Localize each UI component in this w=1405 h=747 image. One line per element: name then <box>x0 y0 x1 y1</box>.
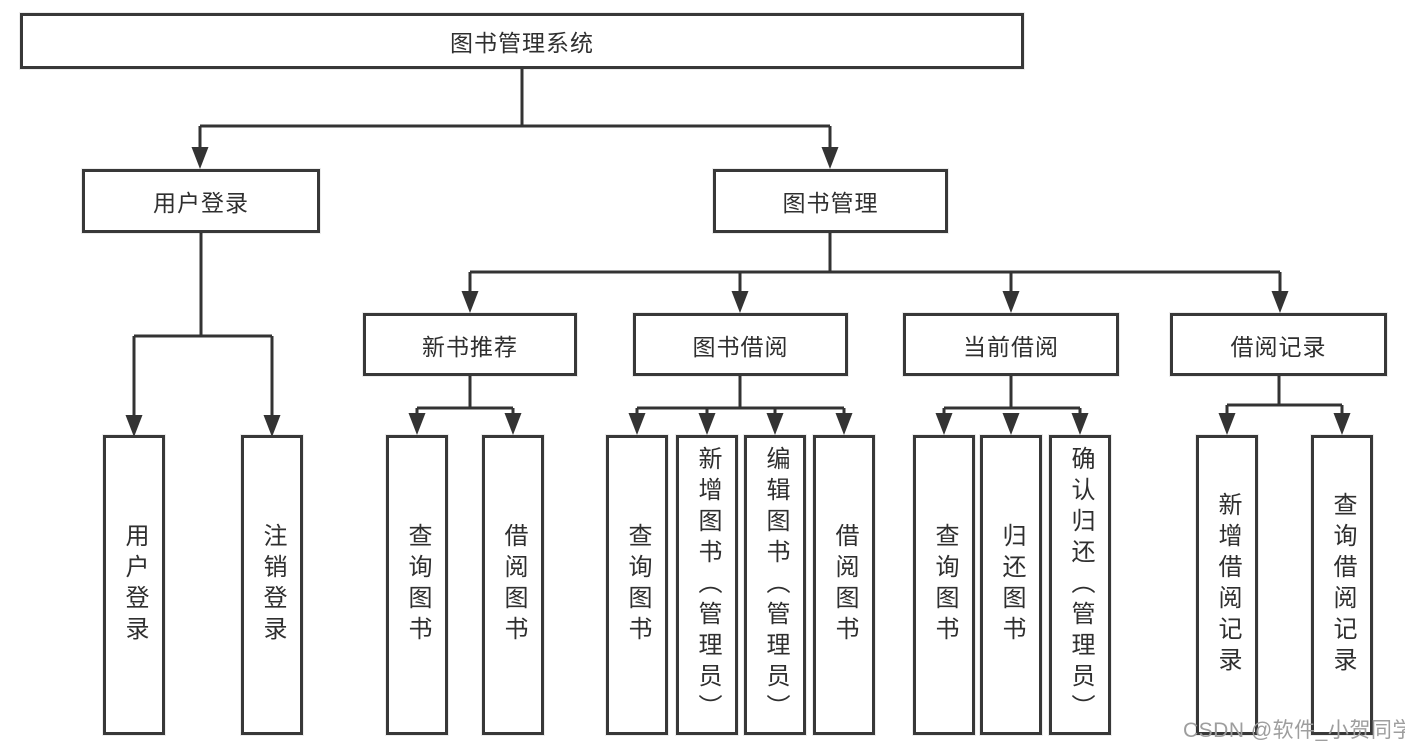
node-new-book-recommendation: 新书推荐 <box>363 313 577 376</box>
leaf-logout: 注销登录 <box>241 435 303 735</box>
node-label: 新书推荐 <box>422 333 518 360</box>
leaf-edit-books-admin: 编辑图书（管理员） <box>744 435 806 735</box>
csdn-watermark: CSDN @软件_小贺同学 <box>1183 719 1405 742</box>
node-user-login: 用户登录 <box>82 169 320 233</box>
node-book-management: 图书管理 <box>713 169 948 233</box>
leaf-borrow-books-recommend: 借阅图书 <box>482 435 544 735</box>
node-current-borrowing: 当前借阅 <box>903 313 1119 376</box>
node-label: 用户登录 <box>153 190 249 216</box>
leaf-search-books-current: 查询图书 <box>913 435 975 735</box>
node-label: 查询借阅记录 <box>1329 492 1356 678</box>
node-label: 新增借阅记录 <box>1214 492 1241 678</box>
leaf-add-books-admin: 新增图书（管理员） <box>676 435 738 735</box>
leaf-return-books: 归还图书 <box>980 435 1042 735</box>
node-label: 查询图书 <box>624 523 651 647</box>
leaf-user-login: 用户登录 <box>103 435 165 735</box>
node-label: 用户登录 <box>121 523 148 647</box>
node-label: 当前借阅 <box>963 333 1059 360</box>
leaf-borrow-books-borrowing: 借阅图书 <box>813 435 875 735</box>
node-label: 确认归还（管理员） <box>1067 445 1094 725</box>
node-library-management-system: 图书管理系统 <box>20 13 1024 69</box>
node-label: 借阅图书 <box>500 523 527 647</box>
node-label: 图书借阅 <box>692 333 789 360</box>
leaf-add-borrow-record: 新增借阅记录 <box>1196 435 1258 735</box>
leaf-search-books-recommend: 查询图书 <box>386 435 448 735</box>
node-label: 查询图书 <box>404 523 431 647</box>
node-label: 归还图书 <box>998 523 1025 647</box>
node-label: 新增图书（管理员） <box>694 445 721 725</box>
node-label: 借阅记录 <box>1230 333 1327 360</box>
node-label: 图书管理系统 <box>450 30 594 56</box>
node-label: 借阅图书 <box>831 523 858 647</box>
node-label: 编辑图书（管理员） <box>762 445 789 725</box>
node-label: 注销登录 <box>259 523 286 647</box>
leaf-confirm-return-admin: 确认归还（管理员） <box>1049 435 1111 735</box>
node-label: 查询图书 <box>931 523 958 647</box>
node-borrowing-records: 借阅记录 <box>1170 313 1387 376</box>
node-label: 图书管理 <box>782 190 879 216</box>
leaf-search-borrow-record: 查询借阅记录 <box>1311 435 1373 735</box>
node-book-borrowing: 图书借阅 <box>633 313 848 376</box>
leaf-search-books-borrowing: 查询图书 <box>606 435 668 735</box>
